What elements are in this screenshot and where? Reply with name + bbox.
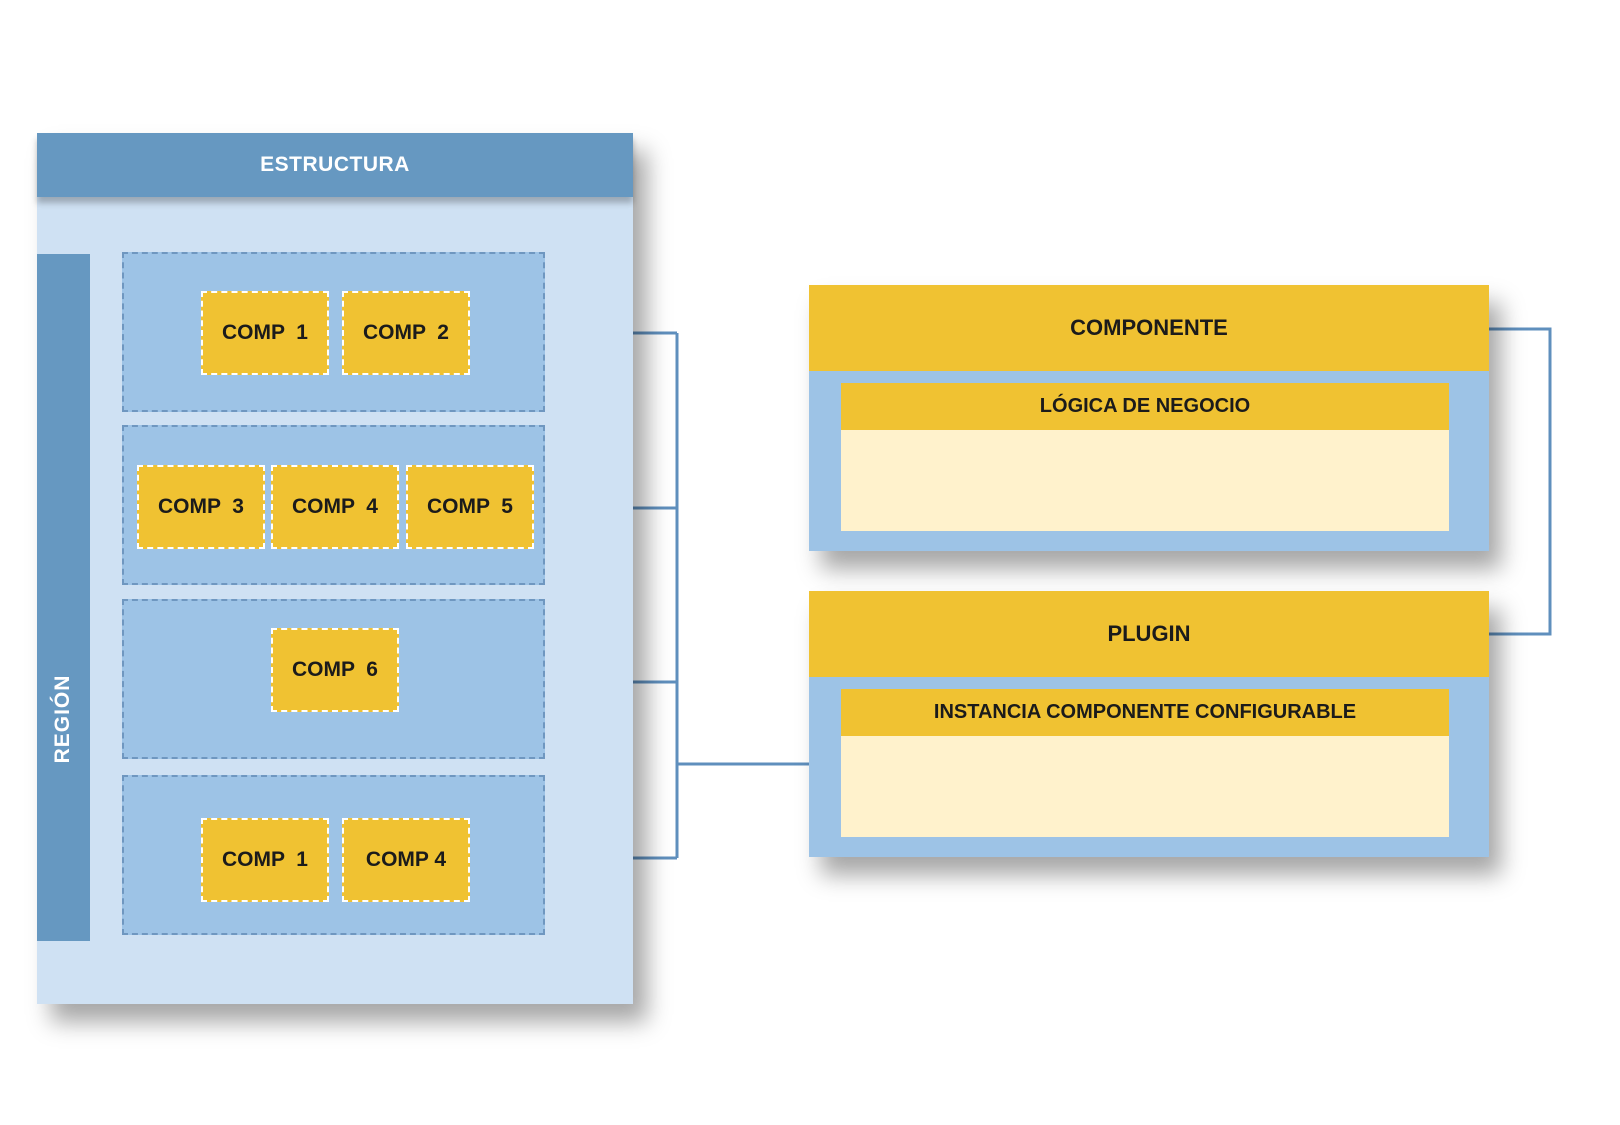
region-row-3: COMP 6 [122,599,545,759]
componente-title: COMPONENTE [809,285,1489,371]
logica-negocio-box: LÓGICA DE NEGOCIO [841,383,1449,531]
comp-chip[interactable]: COMP 3 [137,465,265,549]
region-bar: REGIÓN [37,254,90,941]
componente-panel: COMPONENTE LÓGICA DE NEGOCIO [809,285,1489,551]
instancia-title: INSTANCIA COMPONENTE CONFIGURABLE [841,689,1449,736]
region-row-2: COMP 3 COMP 4 COMP 5 [122,425,545,585]
comp-chip[interactable]: COMP 4 [271,465,399,549]
estructura-panel: ESTRUCTURA REGIÓN COMP 1 COMP 2 COMP 3 C… [37,133,633,1004]
comp-chip[interactable]: COMP 1 [201,818,329,902]
instancia-box: INSTANCIA COMPONENTE CONFIGURABLE [841,689,1449,837]
region-label: REGIÓN [51,674,74,764]
logica-negocio-title: LÓGICA DE NEGOCIO [841,383,1449,430]
plugin-title: PLUGIN [809,591,1489,677]
comp-chip[interactable]: COMP 2 [342,291,470,375]
comp-chip[interactable]: COMP 6 [271,628,399,712]
comp-chip[interactable]: COMP 1 [201,291,329,375]
region-row-4: COMP 1 COMP 4 [122,775,545,935]
connector-componente-plugin [1489,327,1552,636]
comp-chip[interactable]: COMP 5 [406,465,534,549]
comp-chip[interactable]: COMP 4 [342,818,470,902]
plugin-panel: PLUGIN INSTANCIA COMPONENTE CONFIGURABLE [809,591,1489,857]
region-row-1: COMP 1 COMP 2 [122,252,545,412]
estructura-title: ESTRUCTURA [37,133,633,197]
